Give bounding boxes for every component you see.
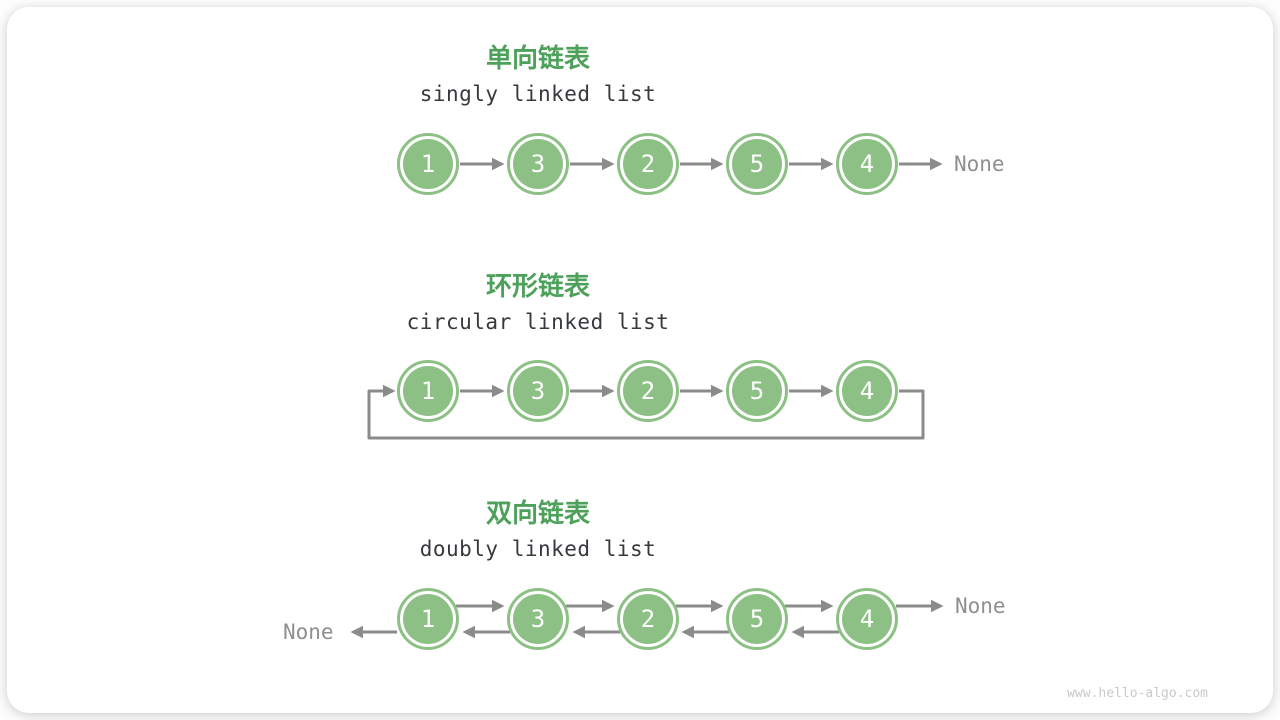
node-value: 1 [420,605,436,633]
figure-card: 单向链表 singly linked list 1 3 2 5 4 None 环… [7,7,1273,713]
node-value: 4 [859,377,875,405]
circular-node-0: 1 [397,360,459,422]
node-value: 3 [530,150,546,178]
singly-node-4: 4 [836,133,898,195]
node-value: 2 [640,150,656,178]
singly-title-zh: 单向链表 [485,44,590,74]
node-value: 3 [530,605,546,633]
node-value: 4 [859,605,875,633]
doubly-tail-none-label: None [955,594,1006,618]
singly-node-1: 3 [507,133,569,195]
node-value: 5 [749,377,765,405]
circular-node-4: 4 [836,360,898,422]
doubly-node-2: 2 [617,588,679,650]
doubly-title-zh: 双向链表 [485,499,590,529]
singly-title-en: singly linked list [419,82,657,106]
node-value: 4 [859,150,875,178]
doubly-node-4: 4 [836,588,898,650]
doubly-node-1: 3 [507,588,569,650]
doubly-node-0: 1 [397,588,459,650]
node-value: 5 [749,605,765,633]
circular-title-en: circular linked list [406,310,670,334]
singly-node-0: 1 [397,133,459,195]
circular-node-1: 3 [507,360,569,422]
node-value: 2 [640,605,656,633]
node-value: 1 [420,150,436,178]
singly-none-label: None [954,152,1005,176]
doubly-title-en: doubly linked list [419,537,657,561]
doubly-head-none-label: None [283,620,334,644]
singly-node-3: 5 [726,133,788,195]
node-value: 2 [640,377,656,405]
doubly-node-3: 5 [726,588,788,650]
singly-node-2: 2 [617,133,679,195]
circular-title-zh: 环形链表 [485,272,590,302]
circular-node-2: 2 [617,360,679,422]
node-value: 3 [530,377,546,405]
circular-node-3: 5 [726,360,788,422]
watermark: www.hello-algo.com [1067,686,1208,701]
node-value: 1 [420,377,436,405]
node-value: 5 [749,150,765,178]
